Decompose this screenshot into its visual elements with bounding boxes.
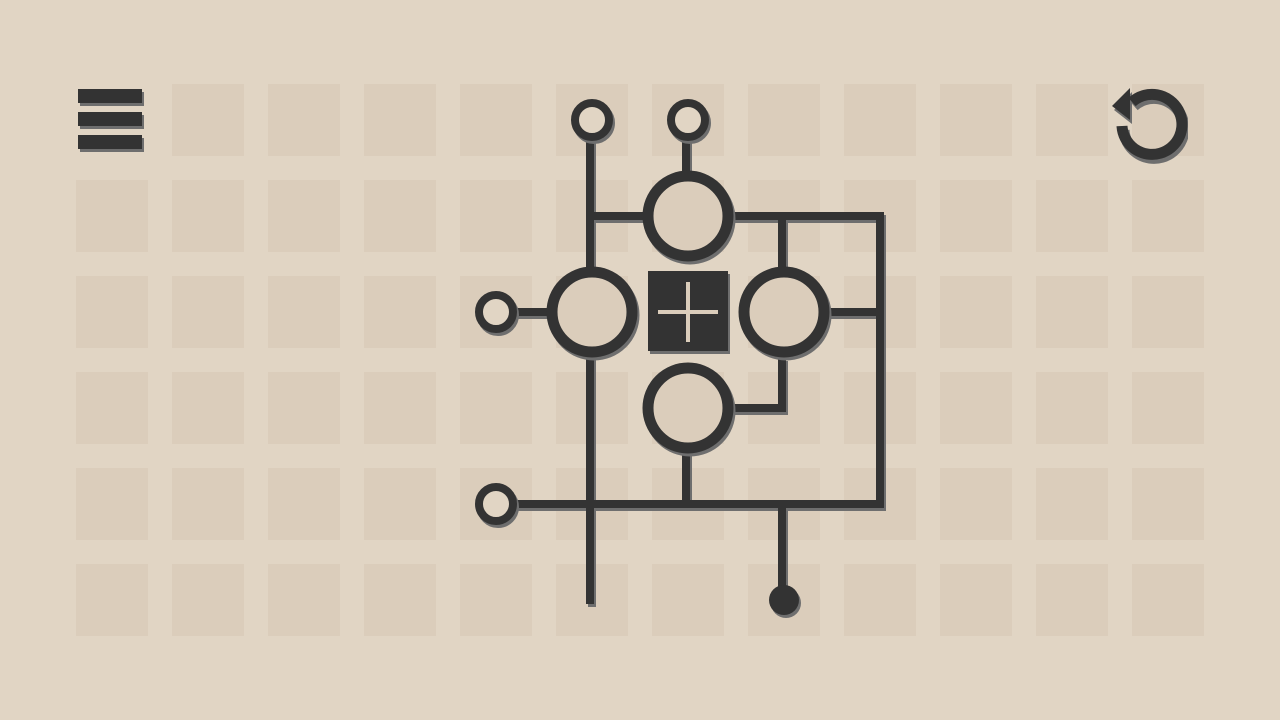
grid-cell[interactable]: [1036, 276, 1108, 348]
grid-cell[interactable]: [268, 84, 340, 156]
grid-cell[interactable]: [940, 276, 1012, 348]
grid-cell[interactable]: [76, 276, 148, 348]
grid-cell[interactable]: [748, 84, 820, 156]
grid-cell[interactable]: [652, 564, 724, 636]
ring-node-bottom[interactable]: [642, 362, 736, 457]
grid-cell[interactable]: [268, 180, 340, 252]
grid-cell[interactable]: [1132, 564, 1204, 636]
grid-cell[interactable]: [460, 180, 532, 252]
endpoint-dot: [769, 585, 801, 618]
grid-cell[interactable]: [940, 468, 1012, 540]
grid-cell[interactable]: [364, 276, 436, 348]
grid-cell[interactable]: [364, 180, 436, 252]
cross-hub[interactable]: [648, 271, 730, 354]
reset-button[interactable]: [1108, 88, 1190, 168]
grid-cell[interactable]: [1132, 372, 1204, 444]
grid-cell[interactable]: [844, 564, 916, 636]
grid-cell[interactable]: [460, 84, 532, 156]
grid-cell[interactable]: [172, 84, 244, 156]
grid-cell[interactable]: [76, 180, 148, 252]
undo-arrow-icon: [1112, 88, 1190, 164]
grid-cell[interactable]: [1036, 468, 1108, 540]
grid-cell[interactable]: [268, 468, 340, 540]
ring-node-left[interactable]: [546, 266, 640, 361]
grid-cell[interactable]: [268, 372, 340, 444]
terminal-top-left[interactable]: [571, 99, 615, 144]
grid-cell[interactable]: [76, 372, 148, 444]
grid-cell[interactable]: [76, 468, 148, 540]
grid-cell[interactable]: [1132, 468, 1204, 540]
grid-cell[interactable]: [940, 180, 1012, 252]
terminal-top-right[interactable]: [667, 99, 711, 144]
grid-cell[interactable]: [172, 564, 244, 636]
menu-button[interactable]: [72, 80, 152, 160]
ring-node-top[interactable]: [642, 170, 736, 265]
grid-cell[interactable]: [1036, 84, 1108, 156]
terminal-left-low[interactable]: [475, 483, 519, 528]
grid-cell[interactable]: [172, 372, 244, 444]
grid-cell[interactable]: [940, 564, 1012, 636]
grid-cell[interactable]: [1036, 180, 1108, 252]
grid-cell[interactable]: [460, 564, 532, 636]
grid-cell[interactable]: [1036, 564, 1108, 636]
grid-cell[interactable]: [172, 468, 244, 540]
grid-cell[interactable]: [460, 372, 532, 444]
grid-cell[interactable]: [364, 84, 436, 156]
grid-cell[interactable]: [1036, 372, 1108, 444]
ring-node-right[interactable]: [738, 266, 832, 361]
terminal-left-mid[interactable]: [475, 291, 519, 336]
grid-cell[interactable]: [364, 564, 436, 636]
grid-cell[interactable]: [268, 564, 340, 636]
grid-cell[interactable]: [268, 276, 340, 348]
grid-cell[interactable]: [364, 468, 436, 540]
grid-cell[interactable]: [1132, 180, 1204, 252]
grid-cell[interactable]: [172, 180, 244, 252]
grid-cell[interactable]: [76, 564, 148, 636]
grid-cell[interactable]: [1132, 276, 1204, 348]
hamburger-menu-icon: [78, 89, 144, 152]
grid-cell[interactable]: [172, 276, 244, 348]
grid-cell[interactable]: [940, 84, 1012, 156]
grid-cell[interactable]: [940, 372, 1012, 444]
grid-cell[interactable]: [844, 84, 916, 156]
grid-cell[interactable]: [364, 372, 436, 444]
